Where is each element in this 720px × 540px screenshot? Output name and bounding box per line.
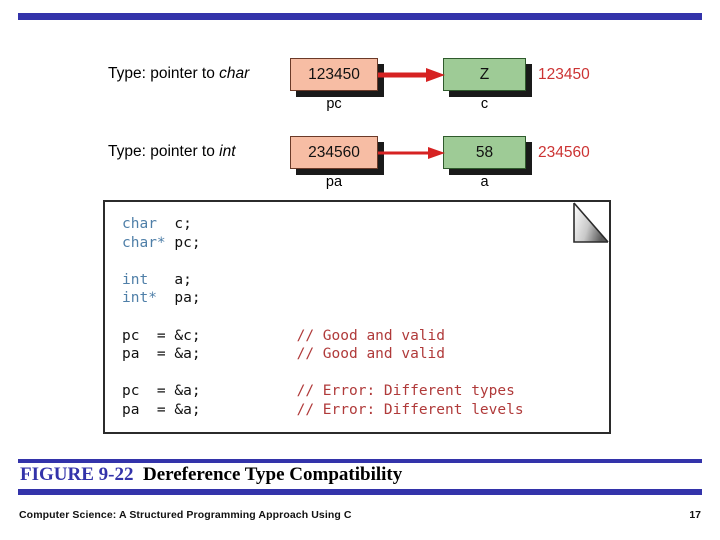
code-line xyxy=(122,364,524,383)
code-line xyxy=(122,252,524,271)
code-token-txt: a; xyxy=(148,271,192,288)
target-box: 58 xyxy=(443,136,526,169)
pointer-variable-name: pa xyxy=(325,174,343,190)
code-line: int* pa; xyxy=(122,289,524,308)
code-token-cmt: // Good and valid xyxy=(296,346,446,363)
caption-rule-bottom xyxy=(18,489,702,495)
pointer-variable-name: pc xyxy=(326,96,342,112)
code-token-cmt: // Good and valid xyxy=(296,327,446,344)
code-token-cmt: // Error: Different levels xyxy=(296,401,524,418)
top-accent-rule xyxy=(18,13,702,20)
code-line: pc = &a; // Error: Different types xyxy=(122,382,524,401)
figure-title-text: Dereference Type Compatibility xyxy=(142,464,403,485)
code-token-kw: char* xyxy=(122,234,166,251)
pointer-row: Type: pointer to int 234560 pa 58 a 2345… xyxy=(0,126,720,198)
type-label-keyword: int xyxy=(219,143,236,160)
pointer-box: 234560 xyxy=(290,136,378,169)
code-token-txt: pa; xyxy=(156,290,201,307)
code-listing: char c;char* pc; int a;int* pa; pc = &c;… xyxy=(122,215,524,420)
type-label-prefix: Type: pointer to xyxy=(108,143,220,160)
code-token-txt: pc = &c; xyxy=(122,327,297,344)
pointer-box: 123450 xyxy=(290,58,378,91)
pointer-arrow xyxy=(378,147,445,159)
code-token-kw: int* xyxy=(122,290,157,307)
page-fold-icon xyxy=(573,202,609,243)
target-address-label: 234560 xyxy=(538,144,590,161)
code-token-txt: pc = &a; xyxy=(122,383,297,400)
code-token-cmt: // Error: Different types xyxy=(296,383,515,400)
code-line: int a; xyxy=(122,271,524,290)
figure-caption: FIGURE 9-22 Dereference Type Compatibili… xyxy=(20,463,402,487)
type-label-prefix: Type: pointer to xyxy=(108,65,220,82)
code-line: pa = &a; // Error: Different levels xyxy=(122,401,524,420)
type-label: Type: pointer to char xyxy=(108,64,286,84)
code-token-txt: c; xyxy=(156,216,192,232)
type-label-keyword: char xyxy=(219,65,250,82)
footer-book-title: Computer Science: A Structured Programmi… xyxy=(19,509,352,521)
pointer-row: Type: pointer to char 123450 pc Z c 1234… xyxy=(0,48,720,120)
code-panel: char c;char* pc; int a;int* pa; pc = &c;… xyxy=(103,200,611,434)
code-token-txt: pa = &a; xyxy=(122,401,297,418)
target-variable-name: c xyxy=(480,96,489,112)
target-address-label: 123450 xyxy=(538,66,590,83)
code-token-kw: int xyxy=(122,271,149,288)
caption-rule-top xyxy=(18,459,702,463)
pointer-arrow xyxy=(378,68,445,82)
target-variable-name: a xyxy=(480,174,489,190)
figure-title xyxy=(133,464,143,485)
code-line: char* pc; xyxy=(122,234,524,253)
code-token-txt: pa = &a; xyxy=(122,346,297,363)
figure-number: FIGURE 9-22 xyxy=(20,464,134,485)
pointer-diagram: Type: pointer to char 123450 pc Z c 1234… xyxy=(0,40,720,190)
code-token-txt: pc; xyxy=(165,234,201,251)
code-line: char c; xyxy=(122,215,524,234)
code-line: pa = &a; // Good and valid xyxy=(122,345,524,364)
footer-page-number: 17 xyxy=(689,509,701,521)
code-token-kw: char xyxy=(122,216,157,232)
code-line: pc = &c; // Good and valid xyxy=(122,327,524,346)
type-label: Type: pointer to int xyxy=(108,142,286,162)
target-box: Z xyxy=(443,58,526,91)
code-line xyxy=(122,308,524,327)
